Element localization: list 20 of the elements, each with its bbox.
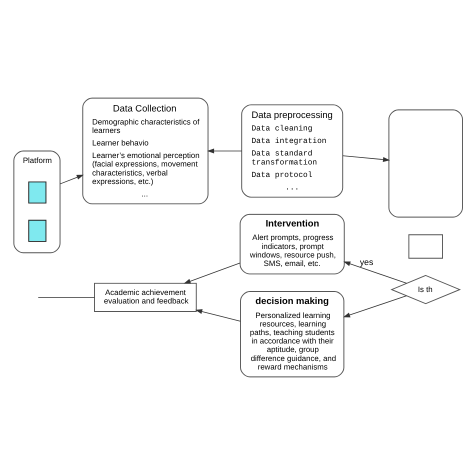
node-diamond: Is th — [390, 274, 461, 304]
node-box — [28, 219, 46, 242]
arrow — [342, 154, 390, 162]
connector — [38, 296, 95, 298]
arrow — [60, 174, 84, 184]
node-box: decision making Personalized learning resources, learning paths, teaching students in accordance with their aptitude, group difference guidance, and reward mechanisms — [240, 290, 344, 377]
node-box — [388, 108, 463, 218]
arrow — [184, 262, 240, 284]
arrow — [207, 148, 242, 153]
node-box: Data preprocessing Data cleaning Data integration Data standard transformation Data protocol ... — [241, 104, 344, 198]
arrow — [343, 260, 407, 284]
node-box — [408, 234, 443, 258]
arrow — [195, 308, 241, 322]
cluster: Platform — [13, 150, 61, 253]
edge-label: yes — [360, 256, 374, 267]
node-box: Data Collection Demographic characteristics of learners Learner behavio Learner’s emotional perception (facial expressions, movement characteristics, verbal expressions, etc.) ... — [82, 97, 208, 204]
node-box — [28, 180, 46, 204]
arrow — [343, 294, 407, 317]
node-box: Intervention Alert prompts, progress indicators, prompt windows, resource push, SMS, email, etc. — [240, 213, 345, 274]
node-box: Academic achievement evaluation and feedback — [94, 282, 197, 312]
